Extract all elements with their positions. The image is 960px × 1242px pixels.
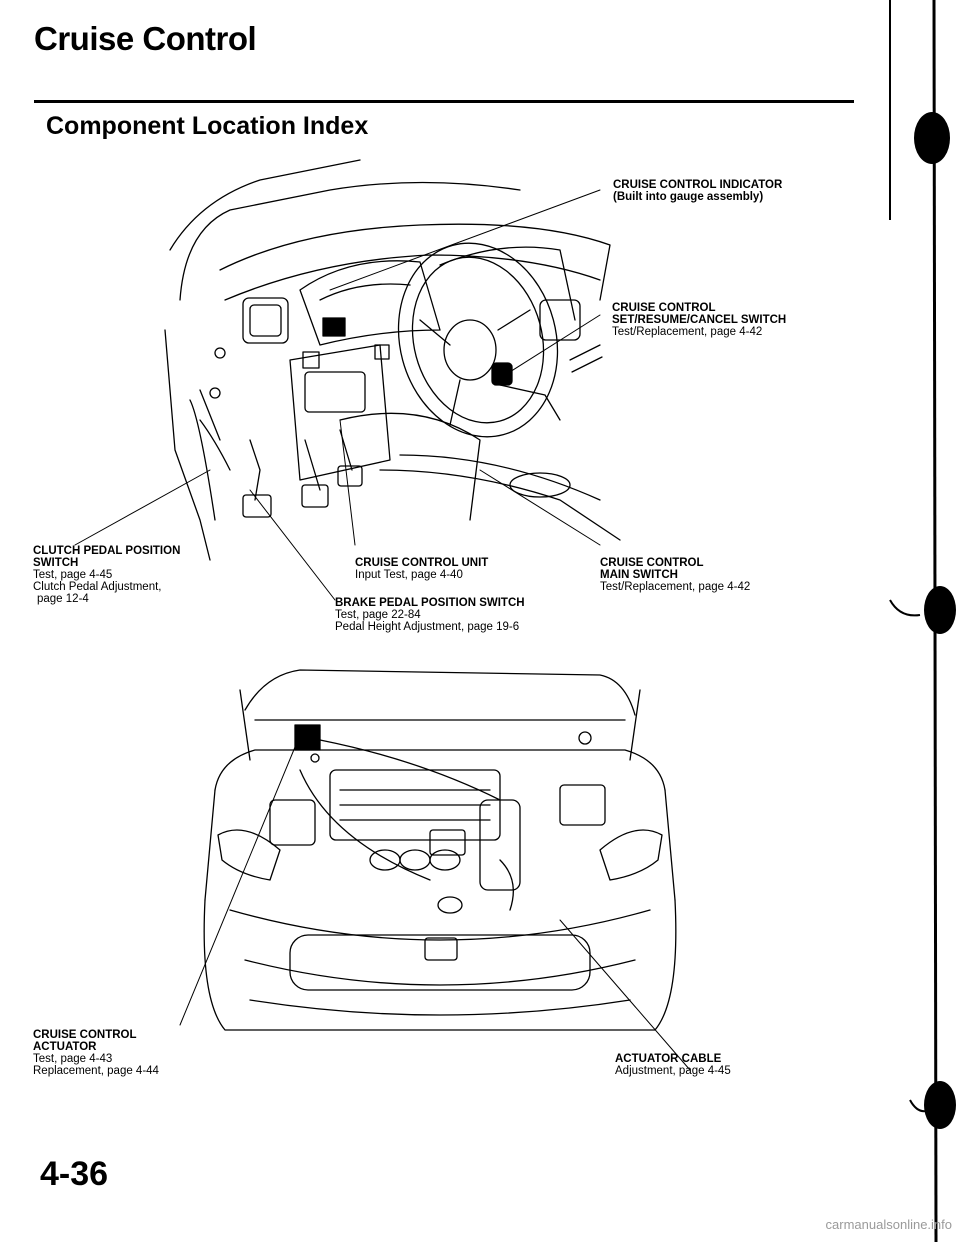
page-number: 4-36 — [40, 1155, 109, 1193]
page-title: Cruise Control — [34, 20, 257, 57]
callout-cruise-control-actuator: CRUISE CONTROL ACTUATOR Test, page 4-43 … — [33, 1029, 159, 1077]
engine-bay-drawing — [203, 669, 677, 1031]
dashboard-drawing — [164, 159, 621, 561]
watermark-text: carmanualsonline.info — [825, 1217, 952, 1232]
callout-actuator-cable: ACTUATOR CABLE Adjustment, page 4-45 — [615, 1053, 731, 1077]
dashboard-leader-lines — [74, 189, 601, 601]
callout-clutch-pedal-position-switch: CLUTCH PEDAL POSITION SWITCH Test, page … — [33, 545, 181, 605]
engine-leader-lines — [179, 734, 691, 1071]
callout-cruise-control-unit: CRUISE CONTROL UNIT Input Test, page 4-4… — [355, 557, 489, 581]
callout-cruise-indicator: CRUISE CONTROL INDICATOR (Built into gau… — [613, 179, 783, 203]
callout-brake-pedal-position-switch: BRAKE PEDAL POSITION SWITCH Test, page 2… — [335, 597, 525, 633]
callout-set-resume-cancel-switch: CRUISE CONTROL SET/RESUME/CANCEL SWITCH … — [612, 302, 787, 338]
section-title: Component Location Index — [46, 112, 369, 140]
title-rule — [34, 100, 854, 103]
punch-hole-marks — [889, 0, 956, 1129]
callout-main-switch: CRUISE CONTROL MAIN SWITCH Test/Replacem… — [600, 557, 751, 593]
